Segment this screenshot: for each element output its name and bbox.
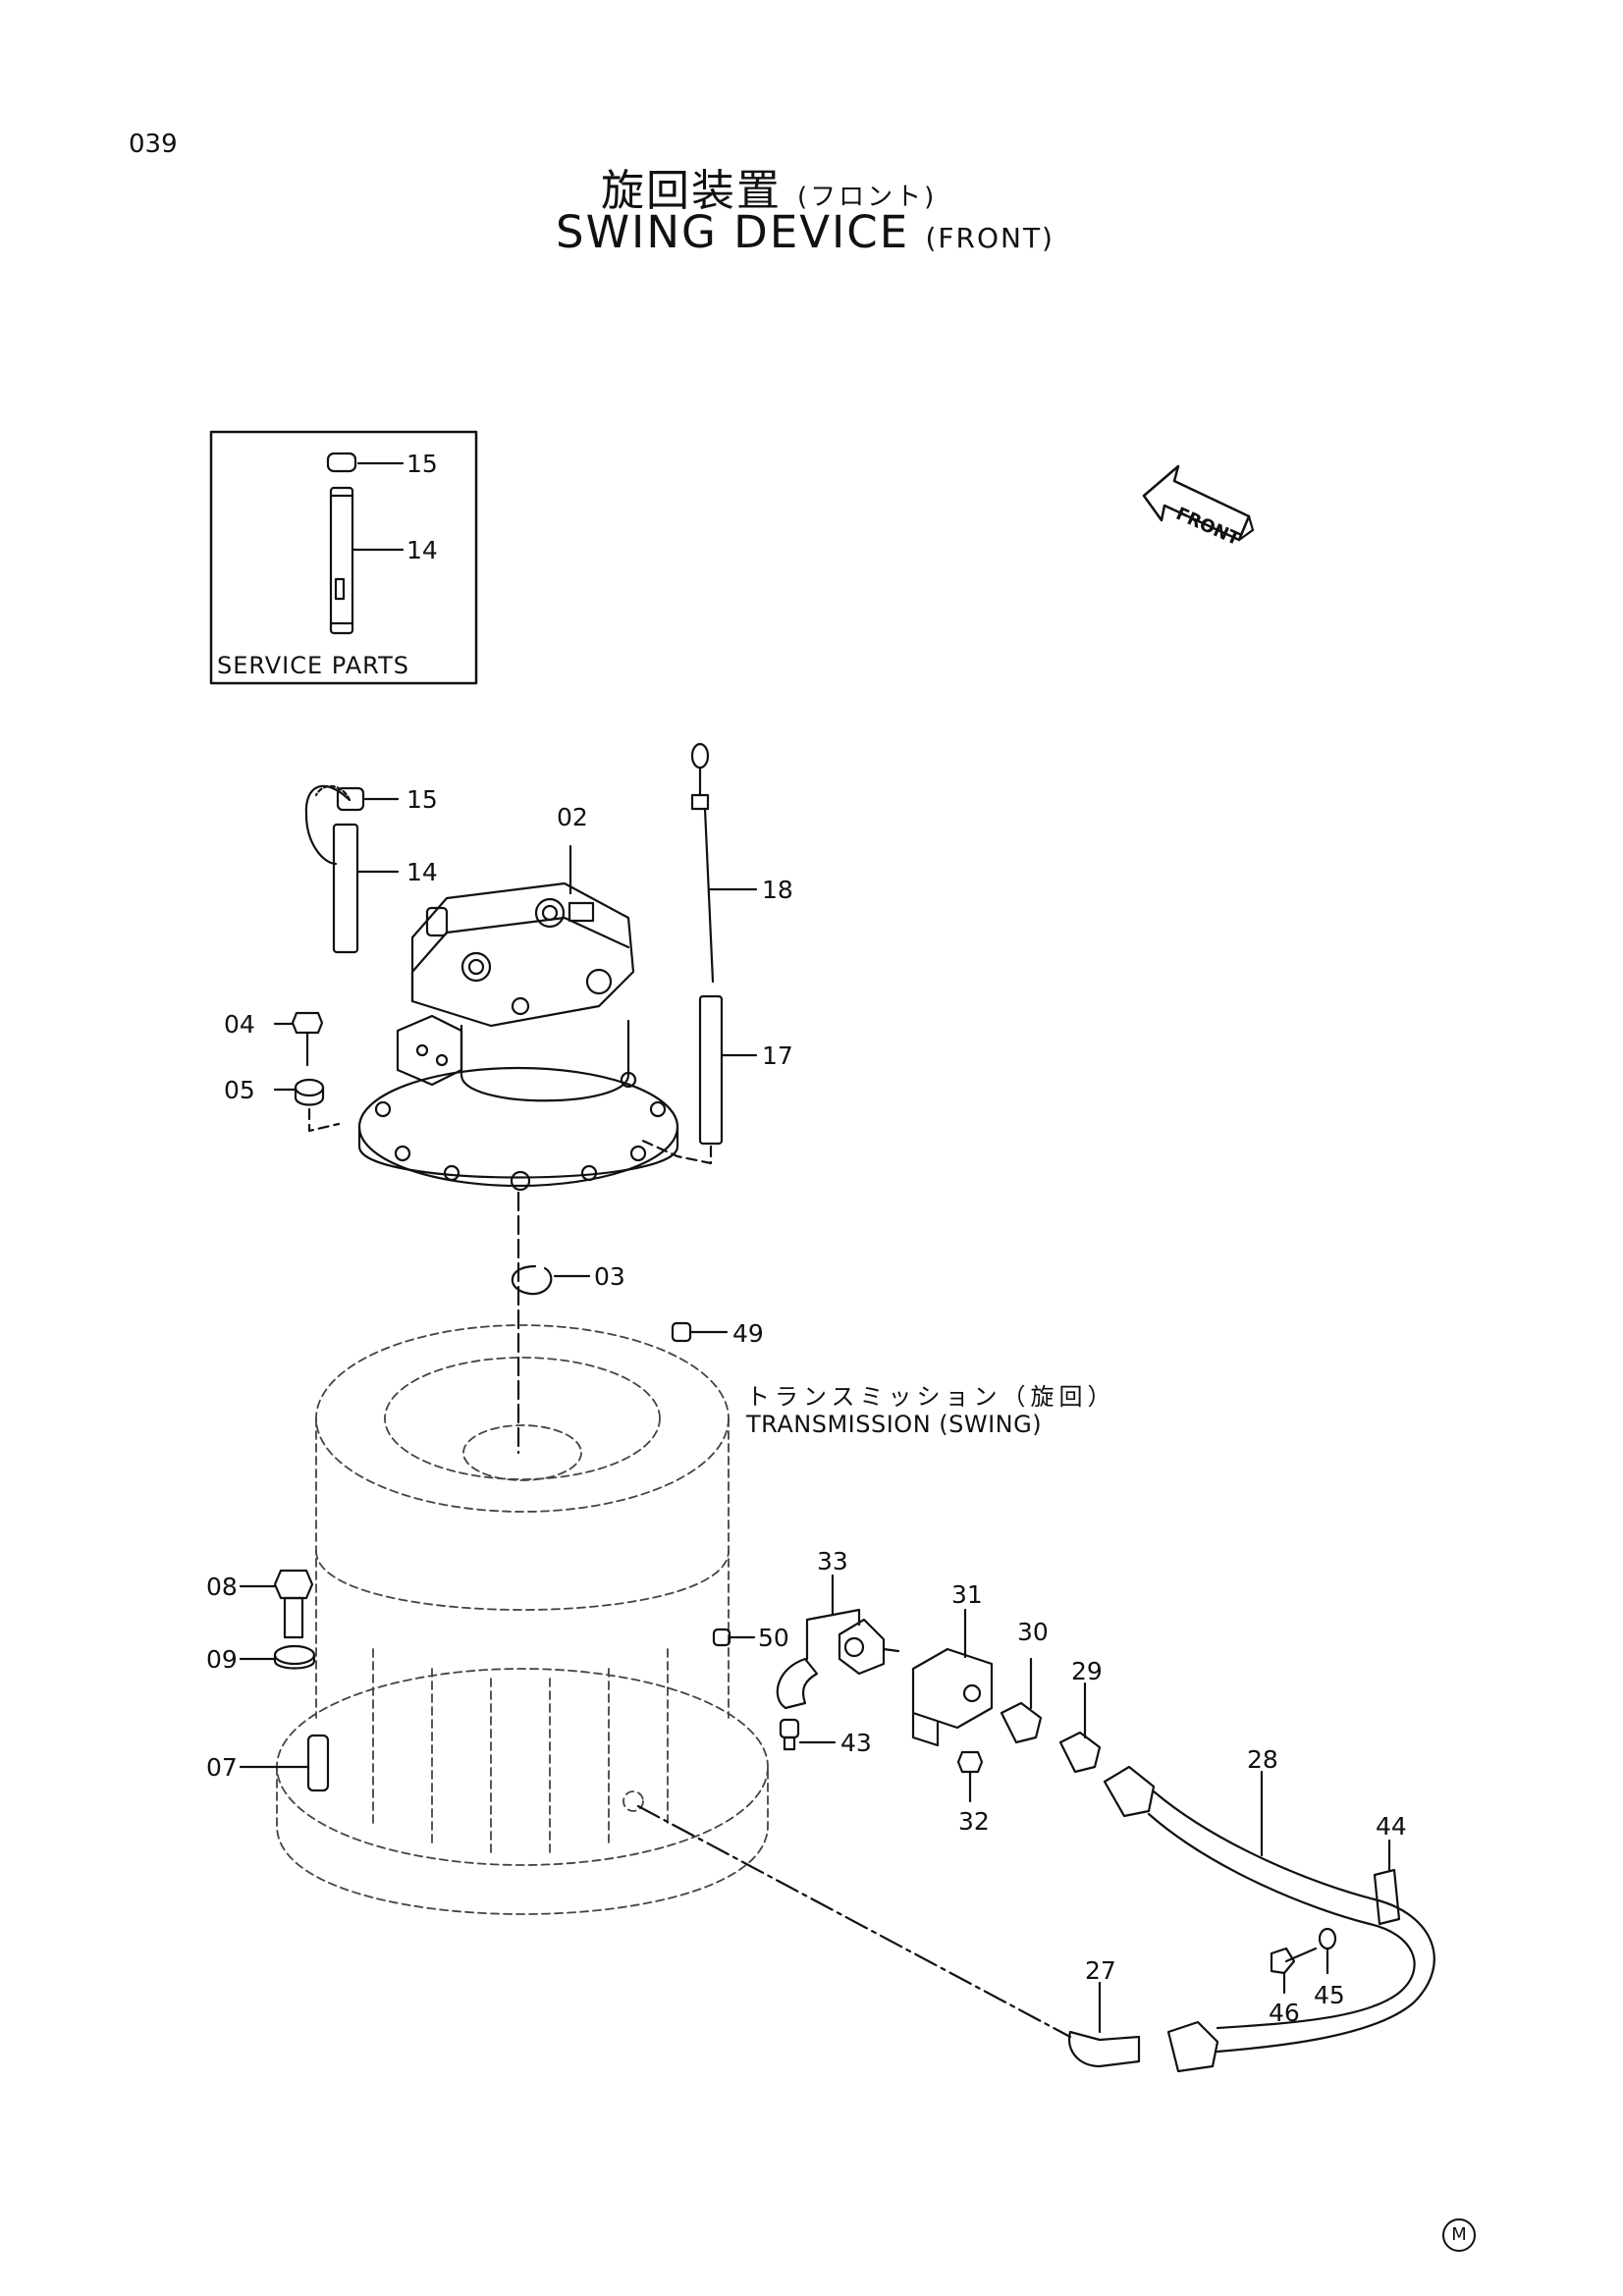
transmission-housing [276,1324,769,1915]
title-en-main: SWING DEVICE [556,206,910,258]
callout-45: 45 [1314,1981,1345,2009]
front-arrow [1142,464,1255,542]
title-jp-sub: (フロント) [797,183,938,212]
page-number: 039 [129,130,178,159]
callout-49: 49 [732,1319,764,1348]
callout-07: 07 [206,1753,238,1782]
service-callout-15: 15 [406,450,438,478]
callout-03: 03 [594,1262,625,1291]
page-title-en: SWING DEVICE (FRONT) [556,206,1055,258]
title-en-sub: (FRONT) [925,222,1055,254]
drain-piping [636,1574,1435,2073]
service-parts-box [209,430,478,685]
callout-17: 17 [762,1041,793,1070]
title-jp-main: 旋回装置 [601,166,782,216]
callout-28: 28 [1247,1745,1278,1774]
service-callout-14: 14 [406,536,438,564]
callout-15: 15 [406,785,438,814]
callout-50: 50 [758,1624,789,1652]
transmission-label-en: TRANSMISSION (SWING) [746,1411,1043,1438]
page-title-jp: 旋回装置 (フロント) [601,155,937,218]
callout-46: 46 [1269,1999,1300,2027]
callout-02: 02 [557,803,588,831]
callout-29: 29 [1071,1657,1103,1685]
callout-30: 30 [1017,1618,1049,1646]
callout-33: 33 [817,1547,848,1575]
callout-44: 44 [1376,1812,1407,1841]
callout-32: 32 [958,1807,990,1836]
service-parts-caption: SERVICE PARTS [217,652,409,679]
transmission-label-jp: トランスミッション（旋回） [746,1383,1116,1411]
callout-18: 18 [762,876,793,904]
callout-14: 14 [406,858,438,886]
housing-fasteners [239,1321,837,1792]
callout-31: 31 [951,1580,983,1609]
callout-09: 09 [206,1645,238,1674]
callout-27: 27 [1085,1956,1116,1985]
callout-43: 43 [840,1729,872,1757]
callout-04: 04 [224,1010,255,1039]
swing-motor [273,742,758,1455]
callout-08: 08 [206,1573,238,1601]
callout-05: 05 [224,1076,255,1104]
maker-mark: M [1442,2218,1476,2252]
